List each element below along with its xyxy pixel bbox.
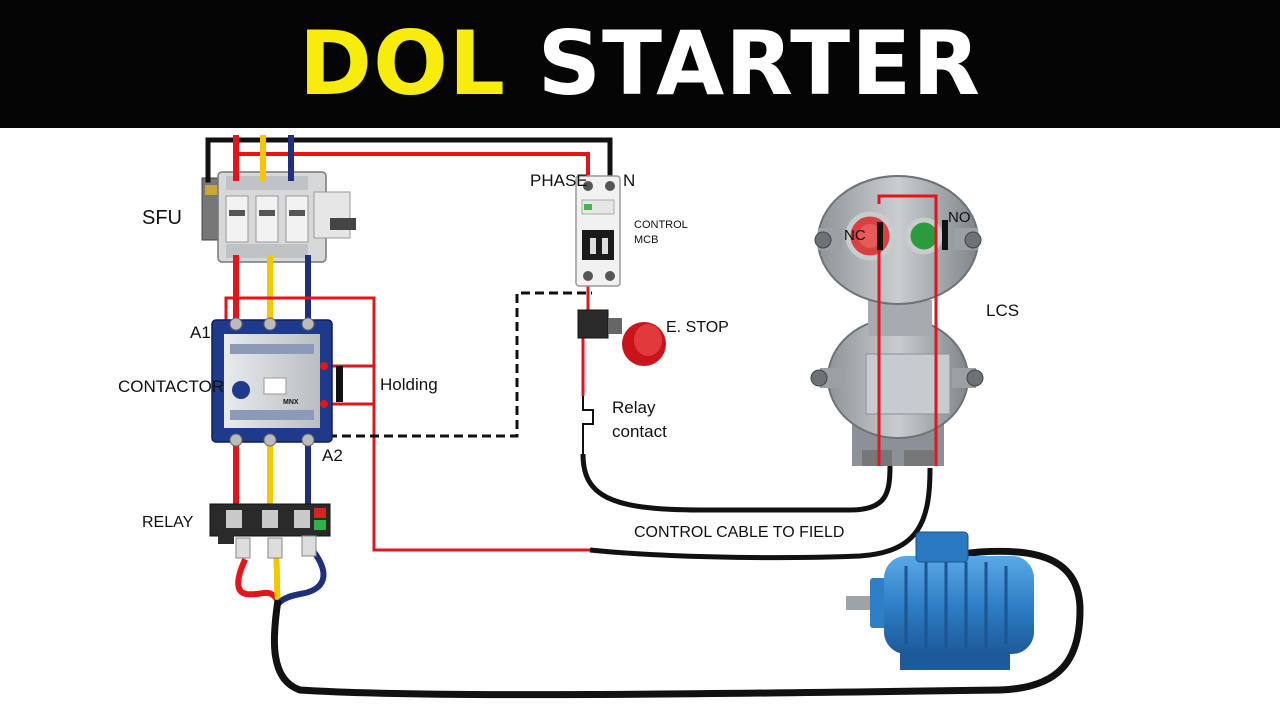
local-control-station bbox=[810, 175, 984, 466]
neutral-label: N bbox=[623, 171, 635, 190]
nc-label: NC bbox=[844, 227, 866, 244]
labels: SFU A1 A2 CONTACTOR Holding RELAY PHASE … bbox=[118, 171, 1019, 541]
sfu-switch-fuse-unit bbox=[201, 171, 356, 263]
lcs-label: LCS bbox=[986, 301, 1019, 320]
e-stop-button bbox=[577, 309, 666, 366]
sfu-label: SFU bbox=[142, 207, 182, 229]
contactor: MNX bbox=[211, 317, 343, 447]
overload-relay bbox=[209, 503, 331, 559]
relay-contact-label-line1: Relay bbox=[612, 398, 656, 417]
control-mcb bbox=[575, 175, 621, 287]
motor bbox=[846, 531, 1034, 670]
holding-contact-bar bbox=[336, 366, 343, 402]
control-mcb-label-line1: CONTROL bbox=[634, 219, 688, 231]
no-label: NO bbox=[948, 209, 971, 226]
title-word-starter: STARTER bbox=[537, 12, 981, 115]
power-wiring bbox=[205, 135, 613, 607]
a1-label: A1 bbox=[190, 323, 211, 342]
page-title: DOL STARTER bbox=[299, 20, 981, 108]
a2-label: A2 bbox=[322, 446, 343, 465]
relay-label: RELAY bbox=[142, 514, 194, 531]
title-word-dol: DOL bbox=[299, 12, 506, 115]
contactor-label: CONTACTOR bbox=[118, 377, 224, 396]
wiring-diagram: MNX bbox=[118, 135, 1084, 699]
phase-label: PHASE bbox=[530, 171, 588, 190]
nc-contact-bar bbox=[877, 222, 883, 250]
relay-contact-label-line2: contact bbox=[612, 422, 667, 441]
contactor-model-label: MNX bbox=[283, 399, 299, 406]
title-banner: DOL STARTER bbox=[0, 0, 1280, 128]
control-cable-label: CONTROL CABLE TO FIELD bbox=[634, 524, 844, 541]
control-mcb-label-line2: MCB bbox=[634, 234, 658, 246]
holding-label: Holding bbox=[380, 375, 438, 394]
e-stop-label: E. STOP bbox=[666, 319, 729, 336]
no-contact-bar bbox=[942, 220, 948, 250]
